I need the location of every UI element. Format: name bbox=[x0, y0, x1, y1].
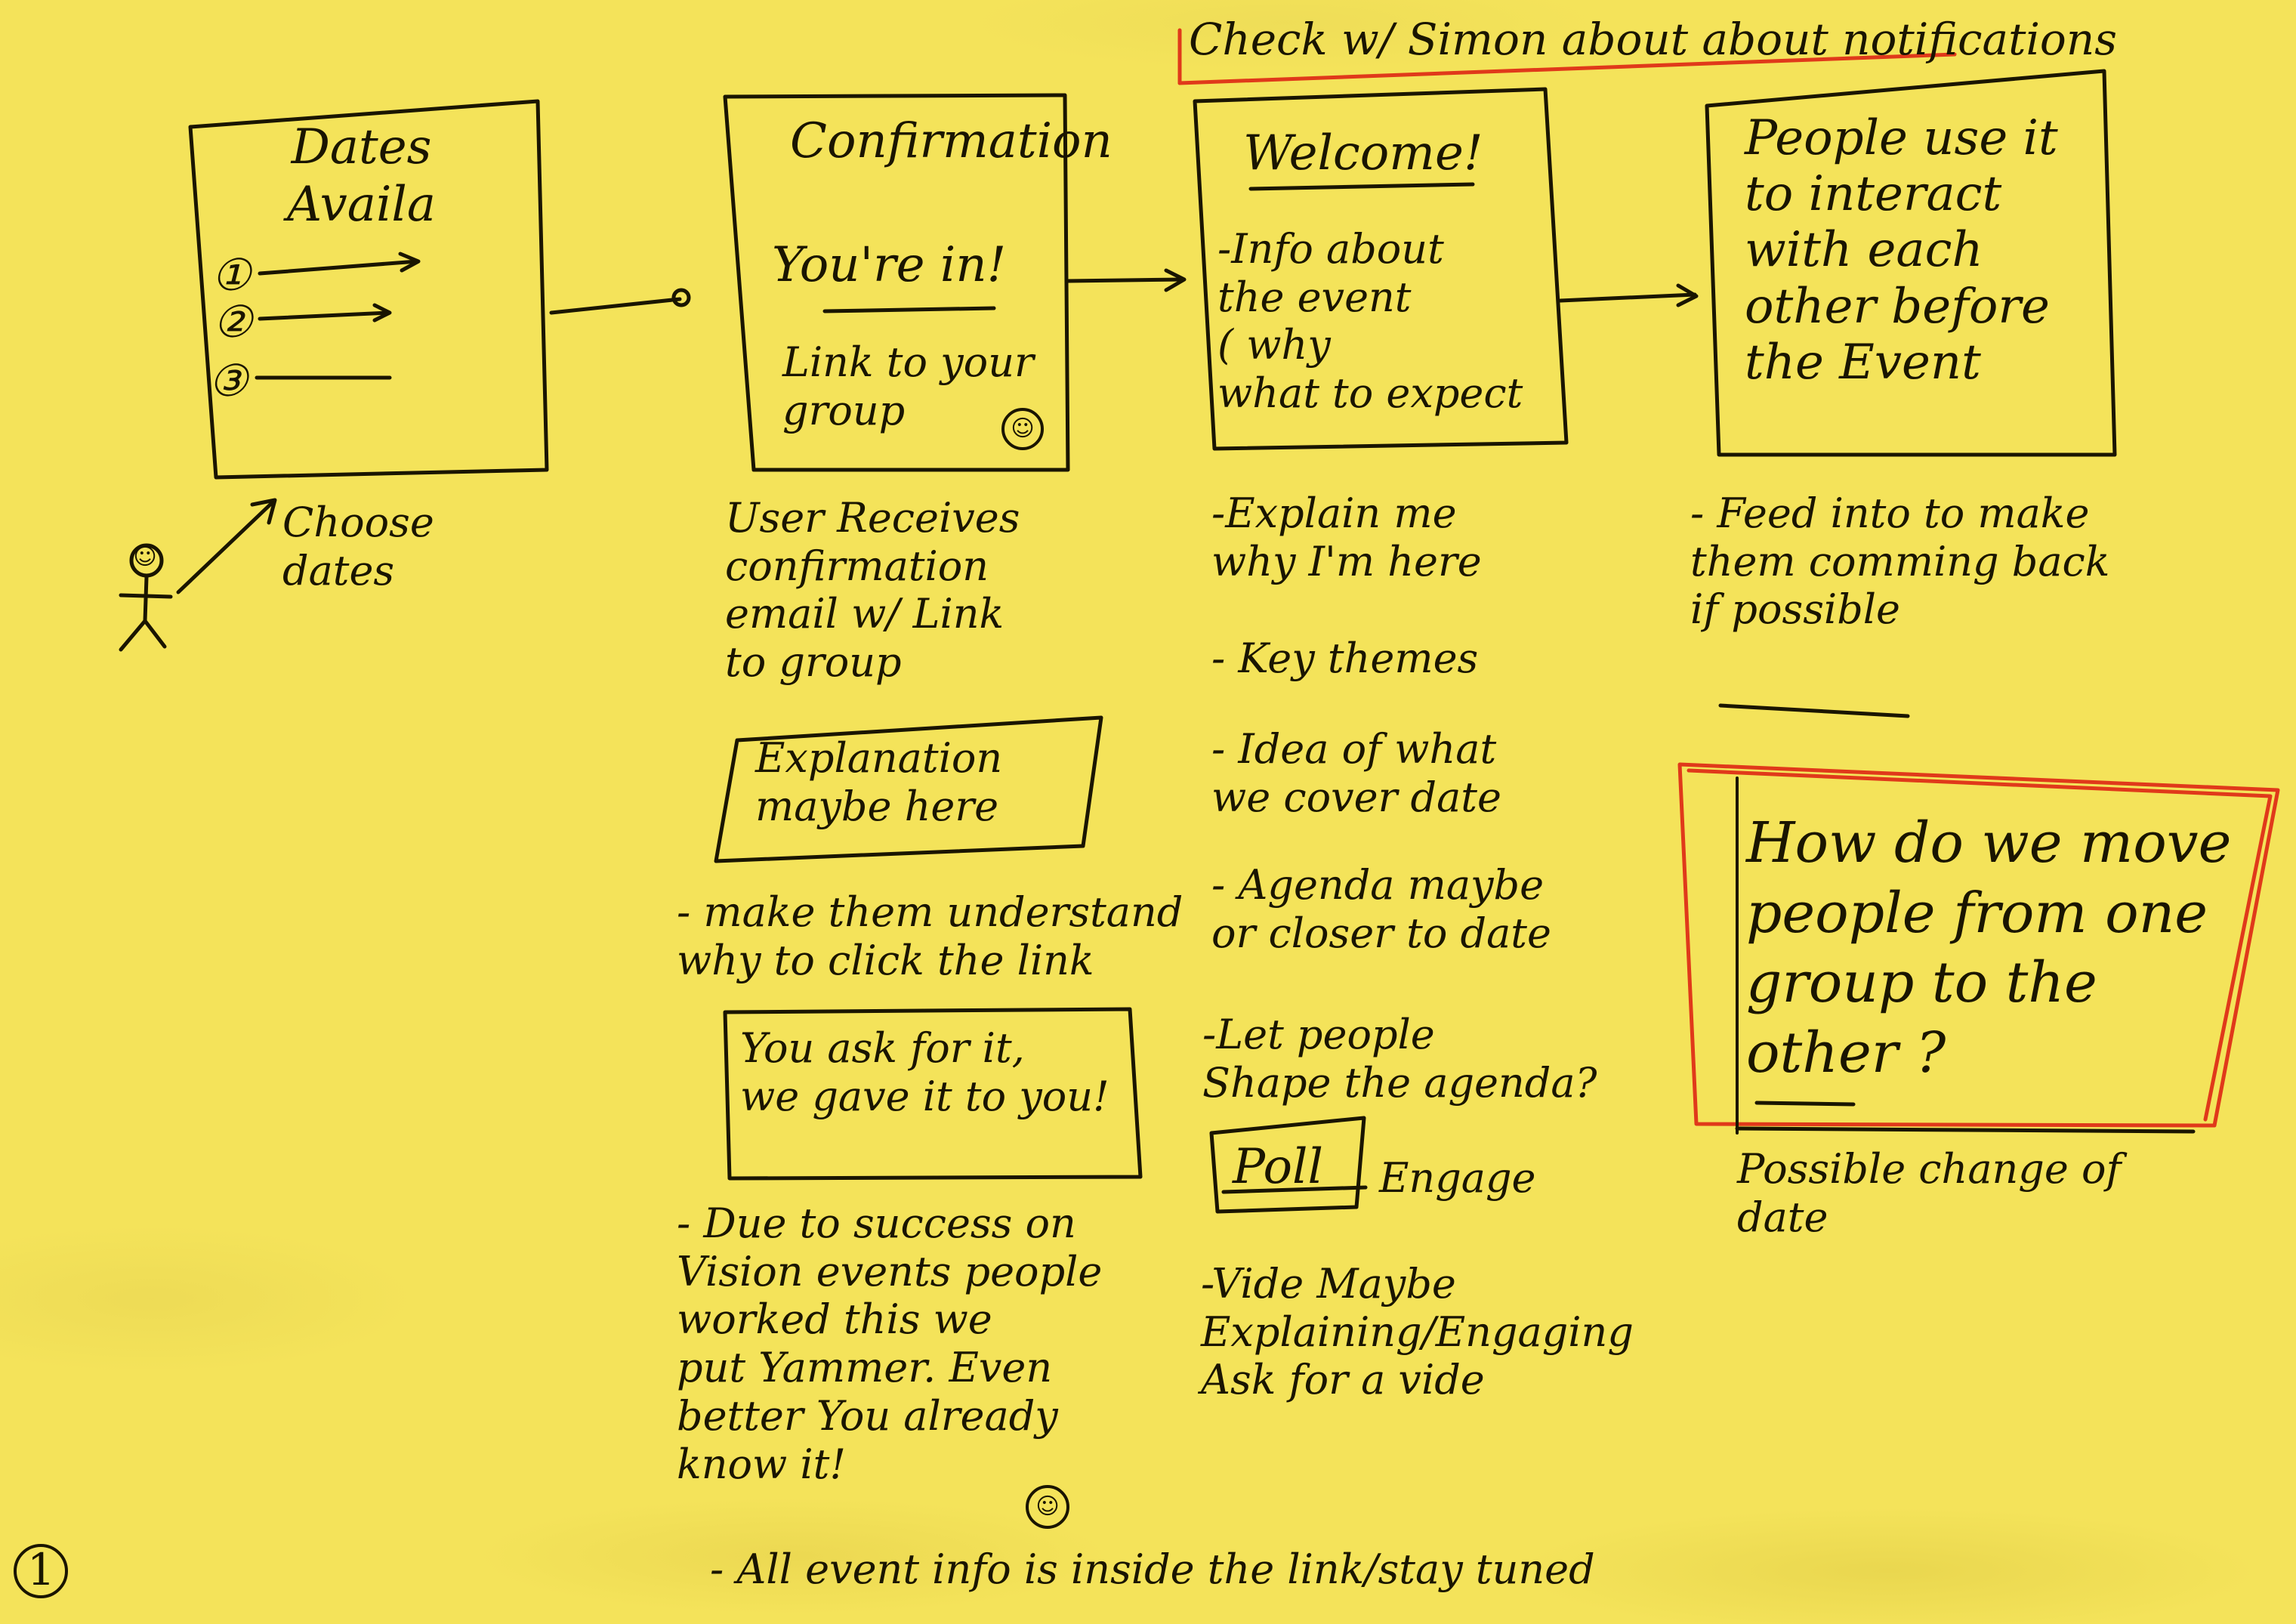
connector-3-4 bbox=[1558, 292, 1697, 303]
other-underline bbox=[1754, 1101, 1856, 1107]
actor-smiley-icon: ☺ bbox=[133, 544, 157, 570]
question-box-red-2 bbox=[1687, 768, 2273, 1122]
step2-note-event-info: - All event info is inside the link/stay… bbox=[710, 1545, 1595, 1593]
question-box-bottom bbox=[1735, 1126, 2196, 1134]
step2-body: Link to your group bbox=[782, 338, 1034, 434]
connector-1-2 bbox=[549, 297, 682, 315]
step2-note-vision-events: - Due to success on Vision events people… bbox=[677, 1199, 1103, 1488]
reminder-note: Check w/ Simon about about notifications bbox=[1189, 14, 2117, 65]
step3-note-key-themes: - Key themes bbox=[1211, 634, 1479, 682]
smiley-icon: ☺ bbox=[1001, 408, 1044, 450]
reminder-underline-red bbox=[1177, 52, 1957, 85]
connector-1-2-end bbox=[671, 288, 691, 307]
step2-note-understand: - make them understand why to click the … bbox=[677, 888, 1183, 984]
step3-note-shape-agenda: -Let people Shape the agenda? bbox=[1202, 1011, 1597, 1107]
step3-heading: Welcome! bbox=[1243, 125, 1483, 181]
option-marker-3: ③ bbox=[208, 355, 248, 406]
step4-note-change-date: Possible change of date bbox=[1737, 1145, 2122, 1241]
step3-note-explain: -Explain me why I'm here bbox=[1211, 489, 1482, 585]
step3-note-idea: - Idea of what we cover date bbox=[1211, 725, 1501, 821]
actor-arrow bbox=[176, 499, 276, 594]
step1-title: Dates Availa bbox=[287, 119, 437, 233]
question-box-red bbox=[1677, 762, 2280, 1128]
actor-body bbox=[119, 575, 173, 652]
actor-caption: Choose dates bbox=[282, 499, 434, 594]
step3-frame bbox=[1193, 87, 1569, 451]
option-line-1 bbox=[258, 259, 419, 276]
step4-question: How do we move people from one group to … bbox=[1746, 810, 2232, 1085]
step2-frame bbox=[723, 93, 1070, 472]
page-number-circle bbox=[14, 1544, 68, 1598]
actor-arrowhead bbox=[250, 498, 277, 525]
connector-2-3 bbox=[1066, 277, 1185, 283]
step4-frame bbox=[1705, 69, 2117, 457]
step2-heading: Confirmation bbox=[790, 113, 1113, 169]
step3-body: -Info about the event ( why what to expe… bbox=[1217, 225, 1523, 418]
headline-underline bbox=[822, 306, 996, 313]
step3-note-agenda: - Agenda maybe or closer to date bbox=[1211, 861, 1551, 957]
step2-note-you-ask: You ask for it, we gave it to you! bbox=[740, 1024, 1109, 1120]
step4-body: People use it to interact with each othe… bbox=[1745, 110, 2058, 391]
if-possible-underline bbox=[1718, 703, 1910, 718]
option-marker-1: ① bbox=[211, 249, 251, 301]
step2-note-email: User Receives confirmation email w/ Link… bbox=[725, 494, 1020, 687]
connector-2-3-arrowhead bbox=[1164, 268, 1187, 292]
page-number: 1 bbox=[27, 1544, 55, 1595]
you-ask-box bbox=[723, 1007, 1143, 1181]
welcome-underline bbox=[1248, 182, 1475, 191]
smiley-icon-2: ☺ bbox=[1026, 1485, 1069, 1529]
step3-note-video: -Vide Maybe Explaining/Engaging Ask for … bbox=[1201, 1260, 1634, 1404]
poll-box bbox=[1209, 1116, 1366, 1214]
step4-note-feed: - Feed into to make them comming back if… bbox=[1690, 489, 2110, 634]
option-line-2 bbox=[258, 310, 390, 321]
step3-note-poll: Poll bbox=[1233, 1139, 1323, 1195]
connector-3-4-arrowhead bbox=[1676, 283, 1699, 307]
explanation-box bbox=[714, 715, 1103, 863]
step2-headline: You're in! bbox=[772, 237, 1007, 293]
step1-frame bbox=[188, 99, 549, 480]
step2-note-explanation: Explanation maybe here bbox=[755, 734, 1003, 830]
poll-underline bbox=[1221, 1185, 1368, 1194]
option-line-1-arrowhead bbox=[398, 252, 421, 273]
option-line-2-arrowhead bbox=[372, 303, 392, 323]
option-marker-2: ② bbox=[213, 296, 252, 347]
step3-note-engage: Engage bbox=[1379, 1154, 1536, 1202]
